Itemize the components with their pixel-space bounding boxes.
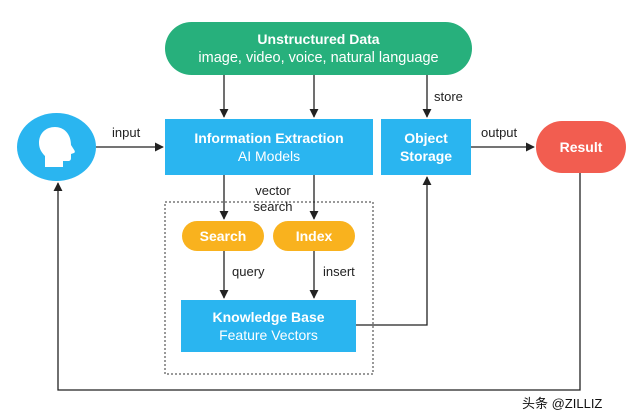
object-storage-line2: Storage — [399, 148, 453, 164]
edge-label-output: output — [481, 125, 518, 140]
knowledge-base-node: Knowledge Base Feature Vectors — [181, 300, 356, 352]
information-extraction-node: Information Extraction AI Models — [165, 119, 373, 175]
edge-label-insert: insert — [323, 264, 355, 279]
result-label: Result — [559, 139, 603, 155]
arrow-kb-to-storage — [356, 176, 432, 326]
object-storage-node: Object Storage — [381, 119, 471, 175]
head-silhouette-icon — [38, 127, 75, 167]
edge-label-input: input — [112, 125, 141, 140]
arrow-result-to-user — [53, 173, 581, 391]
index-node: Index — [273, 221, 355, 251]
edge-label-vector-search: vector search — [248, 183, 298, 215]
result-node: Result — [536, 121, 626, 173]
knowledge-base-subtitle: Feature Vectors — [219, 327, 318, 343]
edge-label-query: query — [232, 264, 265, 279]
object-storage-line1: Object — [404, 130, 448, 146]
edge-label-vector-line1: vector — [255, 183, 291, 198]
user-node — [17, 113, 96, 181]
search-label: Search — [199, 228, 247, 244]
edge-label-store: store — [434, 89, 463, 104]
edge-label-vector-line2: search — [253, 199, 293, 214]
information-extraction-subtitle: AI Models — [237, 148, 301, 164]
unstructured-data-title: Unstructured Data — [257, 30, 380, 47]
search-node: Search — [182, 221, 264, 251]
unstructured-data-node: Unstructured Data image, video, voice, n… — [165, 22, 472, 75]
information-extraction-title: Information Extraction — [194, 130, 344, 146]
watermark-text: 头条 @ZILLIZ — [520, 393, 605, 412]
knowledge-base-title: Knowledge Base — [212, 309, 325, 325]
vector-db-group-border — [164, 201, 374, 375]
unstructured-data-subtitle: image, video, voice, natural language — [198, 49, 439, 66]
index-label: Index — [295, 228, 333, 244]
